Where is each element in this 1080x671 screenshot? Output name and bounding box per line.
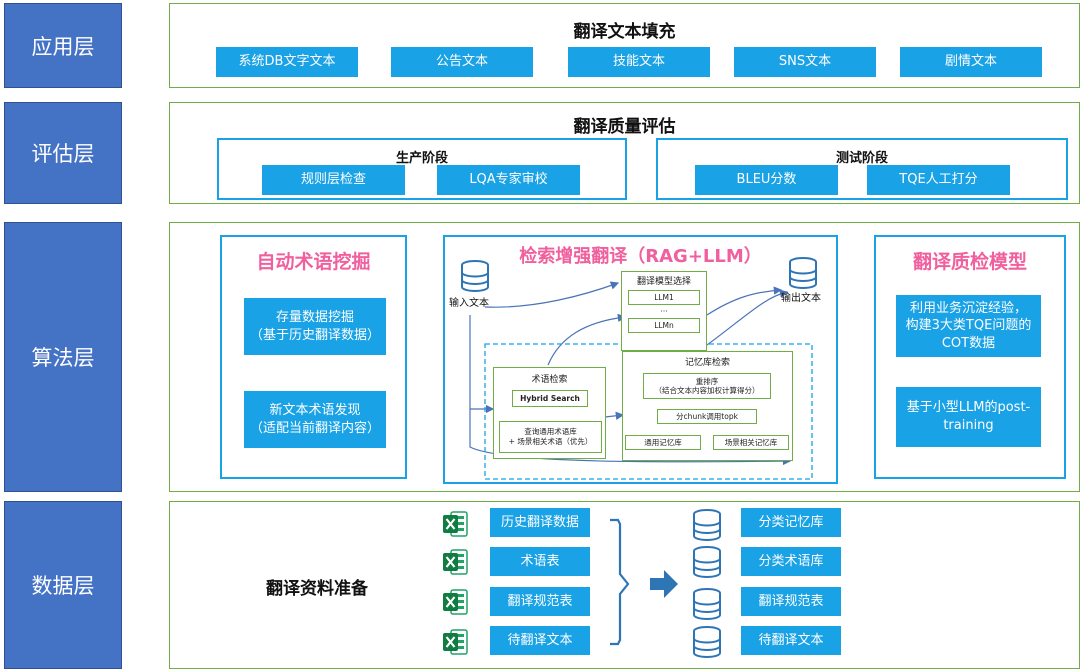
model-ellipsis: ···: [660, 307, 668, 316]
application-title: 翻译文本填充: [573, 22, 676, 42]
memory-search-title: 记忆库检索: [684, 358, 730, 368]
testing-stage-box: 测试阶段 BLEU分数 TQE人工打分: [656, 138, 1068, 200]
small-llm-post-training-item: 基于小型LLM的post- training: [896, 387, 1041, 447]
source-glossary: 术语表: [490, 547, 590, 576]
data-prep-title: 翻译资料准备: [266, 579, 368, 599]
bleu-score-item: BLEU分数: [695, 165, 838, 195]
model-select-title: 翻译模型选择: [636, 277, 691, 287]
qc-model-title: 翻译质检模型: [912, 251, 1027, 273]
target-memory-store: 分类记忆库: [741, 508, 841, 537]
excel-icon: [442, 510, 468, 538]
database-icon: [692, 588, 722, 620]
app-item-skill: 技能文本: [568, 47, 710, 77]
general-memory-box: 通用记忆库: [625, 435, 701, 450]
excel-icon: [442, 588, 468, 616]
lqa-review-item: LQA专家审校: [437, 165, 580, 195]
tqe-human-score-item: TQE人工打分: [867, 165, 1010, 195]
stock-data-mining-item: 存量数据挖掘 （基于历史翻译数据）: [244, 298, 386, 355]
algorithm-panel: 自动术语挖掘 存量数据挖掘 （基于历史翻译数据） 新文本术语发现 （适配当前翻译…: [169, 222, 1080, 492]
term-query-box: 查询通用术语库 + 场景相关术语（优先）: [499, 421, 602, 453]
target-pending-text: 待翻译文本: [741, 626, 841, 655]
source-history-translation: 历史翻译数据: [490, 508, 590, 537]
rerank-box: 重排序 （结合文本内容加权计算得分）: [643, 373, 771, 399]
term-mining-title: 自动术语挖掘: [256, 251, 371, 273]
excel-icon: [442, 548, 468, 576]
application-panel: 翻译文本填充 系统DB文字文本 公告文本 技能文本 SNS文本 剧情文本: [169, 3, 1080, 88]
app-item-system-db: 系统DB文字文本: [216, 47, 358, 77]
data-panel: 翻译资料准备 历史翻译数据 术语表 翻译规范表 待翻译文本 分类记忆库 分类术语…: [169, 501, 1080, 669]
database-icon: [692, 546, 722, 578]
new-term-discovery-item: 新文本术语发现 （适配当前翻译内容）: [244, 391, 386, 448]
rule-check-item: 规则层检查: [262, 165, 405, 195]
tqe-cot-data-item: 利用业务沉淀经验， 构建3大类TQE问题的 COT数据: [896, 295, 1041, 357]
production-stage-box: 生产阶段 规则层检查 LQA专家审校: [217, 138, 627, 200]
output-text-label: 输出文本: [781, 293, 821, 304]
chunk-topk-box: 分chunk调用topk: [657, 409, 757, 424]
layer-label-algorithm: 算法层: [4, 222, 122, 492]
qc-model-box: 翻译质检模型 利用业务沉淀经验， 构建3大类TQE问题的 COT数据 基于小型L…: [874, 235, 1066, 479]
term-search-box: 术语检索 Hybrid Search 查询通用术语库 + 场景相关术语（优先）: [493, 367, 606, 459]
rag-box: 检索增强翻译（RAG+LLM） 输入文本 输出文本 翻译模型选择 LLM1 ··…: [443, 235, 838, 484]
layer-label-evaluation: 评估层: [4, 102, 122, 204]
output-database-icon: [788, 257, 818, 289]
database-icon: [692, 626, 722, 658]
layer-label-application: 应用层: [4, 3, 122, 88]
rag-title: 检索增强翻译（RAG+LLM）: [519, 246, 762, 267]
hybrid-search-box: Hybrid Search: [512, 390, 588, 407]
memory-search-box: 记忆库检索 重排序 （结合文本内容加权计算得分） 分chunk调用topk 通用…: [622, 351, 793, 461]
evaluation-panel: 翻译质量评估 生产阶段 规则层检查 LQA专家审校 测试阶段 BLEU分数 TQ…: [169, 102, 1080, 204]
model-llmn: LLMn: [628, 318, 700, 333]
database-icon: [692, 509, 722, 541]
model-select-box: 翻译模型选择 LLM1 ··· LLMn: [621, 271, 707, 351]
app-item-notice: 公告文本: [391, 47, 533, 77]
term-mining-box: 自动术语挖掘 存量数据挖掘 （基于历史翻译数据） 新文本术语发现 （适配当前翻译…: [220, 235, 407, 479]
layer-label-data: 数据层: [4, 501, 122, 669]
input-database-icon: [460, 260, 490, 292]
app-item-story: 剧情文本: [900, 47, 1042, 77]
evaluation-title: 翻译质量评估: [573, 117, 676, 137]
target-style-guide: 翻译规范表: [741, 587, 841, 616]
input-text-label: 输入文本: [449, 298, 489, 309]
source-pending-text: 待翻译文本: [490, 626, 590, 655]
testing-stage-title: 测试阶段: [835, 151, 888, 166]
target-term-store: 分类术语库: [741, 547, 841, 576]
bracket-arrow-icon: [610, 518, 678, 646]
term-search-title: 术语检索: [531, 375, 568, 385]
source-style-guide: 翻译规范表: [490, 587, 590, 616]
production-stage-title: 生产阶段: [395, 151, 448, 166]
excel-icon: [442, 628, 468, 656]
model-llm1: LLM1: [628, 290, 700, 305]
scene-memory-box: 场景相关记忆库: [713, 435, 789, 450]
app-item-sns: SNS文本: [734, 47, 876, 77]
